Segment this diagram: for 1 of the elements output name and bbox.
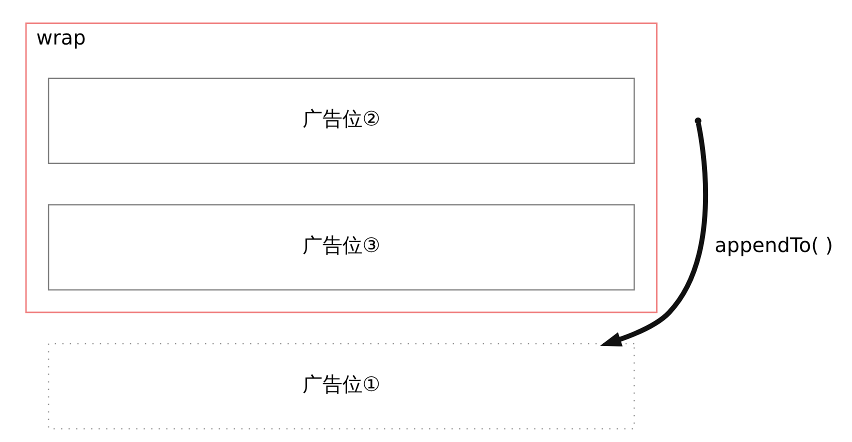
- edge-label: appendTo( ): [714, 233, 833, 258]
